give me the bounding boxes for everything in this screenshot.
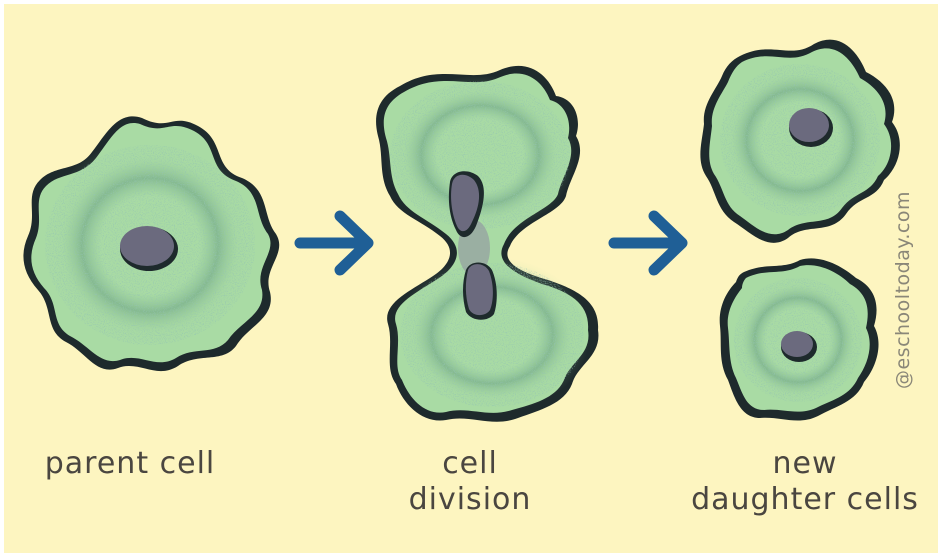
cell-division-label-line2: division [390,482,550,518]
upper-daughter-cell [700,40,899,243]
daughter-cells-label-line1: new [680,446,930,482]
lower-daughter-nucleus [781,331,813,357]
watermark: @eschooltoday.com [892,191,914,389]
right-arrow-icon [614,216,682,270]
parent-cell-label: parent cell [30,446,230,482]
cell-division-label-line1: cell [390,446,550,482]
cell-division-label: cell division [390,446,550,518]
dividing-cell [376,66,598,422]
lower-daughter-cell [720,258,879,420]
upper-daughter-nucleus [789,108,829,142]
lower-nucleus [466,264,493,315]
parent-cell-label-text: parent cell [45,446,216,481]
parent-cell-nucleus [120,226,174,266]
right-arrow-icon [300,216,368,270]
parent-cell [23,116,279,371]
daughter-cells-label-line2: daughter cells [680,482,930,518]
daughter-cells-label: new daughter cells [680,446,930,518]
